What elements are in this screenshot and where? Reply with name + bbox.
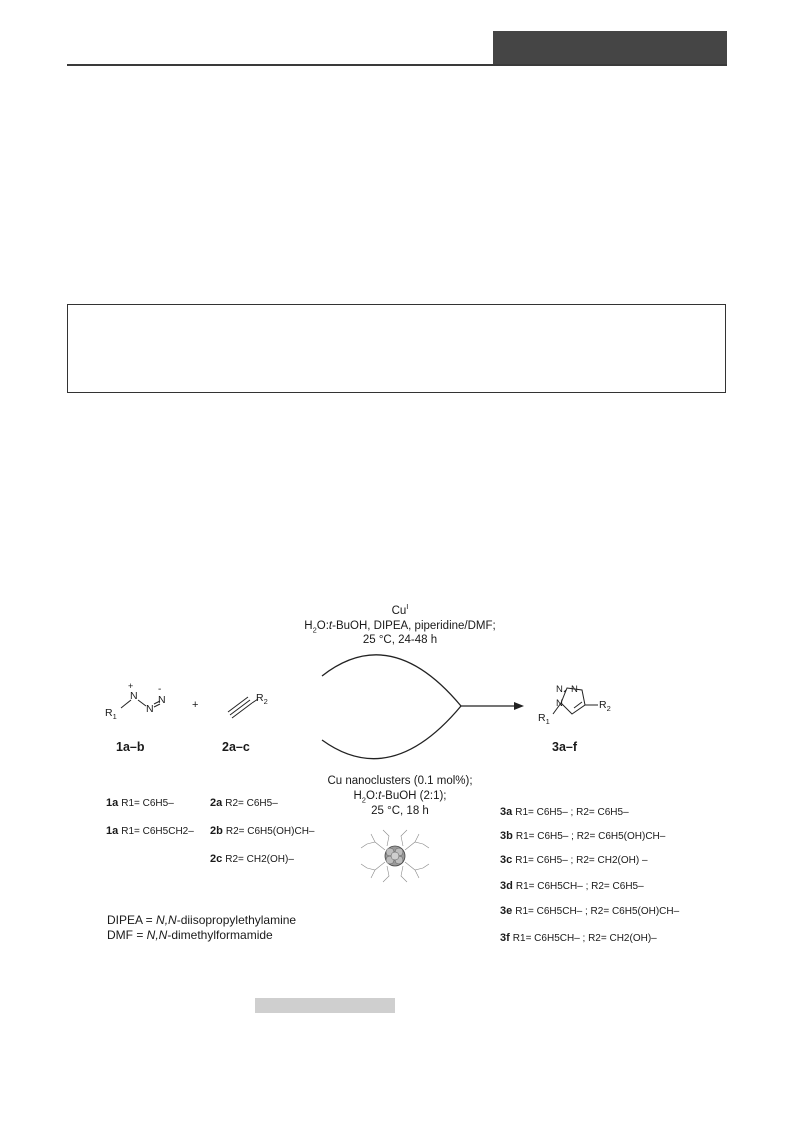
empty-text-frame	[67, 304, 726, 393]
alkyne-r2: R2	[256, 692, 268, 707]
plus-sign: +	[192, 699, 199, 711]
label-products: 3a–f	[552, 740, 578, 754]
bottom-catalyst: Cu nanoclusters (0.1 mol%);	[327, 775, 473, 787]
label-azides: 1a–b	[116, 740, 145, 754]
azide-n2: N	[146, 703, 154, 715]
bottom-temp: 25 °C, 18 h	[371, 805, 429, 817]
triazole-r2: R2	[599, 699, 611, 714]
bottom-solvent: H2O:t-BuOH (2:1);	[353, 790, 447, 805]
triazole-n2: N	[571, 684, 578, 695]
header-bar	[493, 31, 727, 64]
header-rule	[67, 64, 727, 66]
triazole-r1: R1	[538, 712, 550, 727]
triazole-n3: N	[556, 684, 563, 695]
abbreviation-dmf: DMF = N,N-dimethylformamide	[107, 928, 273, 942]
top-solvent: H2O:t-BuOH, DIPEA, piperidine/DMF;	[304, 620, 496, 635]
azide-plus: +	[128, 681, 134, 691]
nanocluster-icon	[360, 829, 430, 883]
azide-r1: R1	[105, 707, 117, 722]
top-temp: 25 °C, 24-48 h	[362, 634, 438, 646]
triazole-n1: N	[556, 698, 563, 709]
caption-placeholder	[255, 998, 395, 1013]
label-alkynes: 2a–c	[222, 740, 250, 754]
abbreviation-dipea: DIPEA = N,N-diisopropylethylamine	[107, 913, 297, 927]
top-catalyst: CuI	[391, 602, 409, 617]
azide-n3: N	[158, 694, 166, 706]
azide-n1: N	[130, 690, 138, 702]
azide-minus: -	[158, 684, 162, 695]
